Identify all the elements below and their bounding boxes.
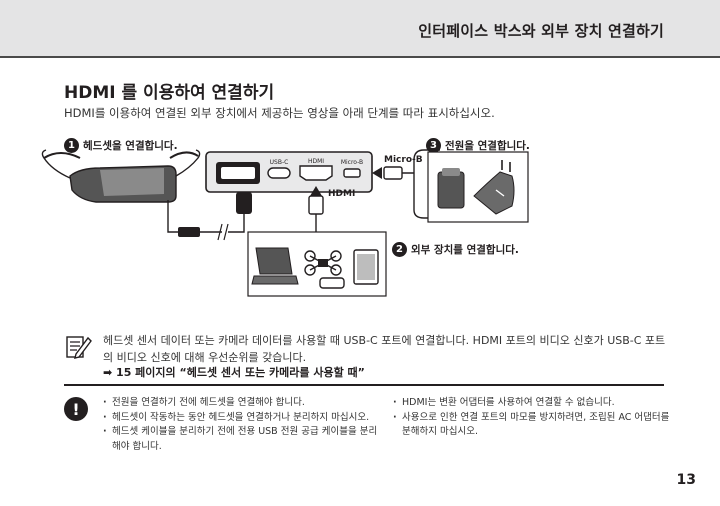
caution-item: 헤드셋이 작동하는 동안 헤드셋을 연결하거나 분리하지 마십시오. [102,411,382,426]
hdmi-plug [308,195,324,215]
step-number: 3 [426,138,441,153]
caution-item: 헤드셋 케이블을 분리하기 전에 전용 USB 전원 공급 케이블을 분리해야 … [102,425,382,454]
port-label-usbc: USB-C [270,159,289,166]
headset-illustration [41,149,201,203]
caution-item: 사용으로 인한 연결 포트의 마모를 방지하려면, 조립된 AC 어댑터를 분해… [392,411,672,440]
port-label-hdmi: HDMI [308,158,324,165]
step-number: 1 [64,138,79,153]
caution-item: 전원을 연결하기 전에 헤드셋을 연결해야 합니다. [102,396,382,411]
section-intro: HDMI를 이용하여 연결된 외부 장치에서 제공하는 영상을 아래 단계를 따… [64,106,495,120]
external-devices-illustration [247,231,387,297]
caution-icon: ! [64,397,88,421]
arrow-hdmi [310,186,322,196]
microb-plug [383,166,403,180]
page-header-title: 인터페이스 박스와 외부 장치 연결하기 [418,22,664,40]
callout-hdmi: HDMI [328,189,355,199]
section-divider [64,384,664,386]
step-label: 전원을 연결합니다. [445,140,530,152]
step-1: 1 헤드셋을 연결합니다. [64,138,178,153]
caution-list-left: 전원을 연결하기 전에 헤드셋을 연결해야 합니다. 헤드셋이 작동하는 동안 … [102,396,382,454]
header-band [0,0,720,56]
step-label: 외부 장치를 연결합니다. [411,244,519,256]
step-3: 3 전원을 연결합니다. [426,138,530,153]
caution-item: HDMI는 변환 어댑터를 사용하여 연결할 수 없습니다. [392,396,672,411]
arrow-microb [372,167,382,179]
interface-box [205,151,373,193]
step-2: 2 외부 장치를 연결합니다. [392,242,519,257]
callout-microb: Micro-B [384,155,423,165]
step-label: 헤드셋을 연결합니다. [83,140,178,152]
port-label-microb: Micro-B [341,159,363,166]
headset-cable [167,200,245,233]
page-number: 13 [676,472,696,488]
power-cable [402,149,440,219]
section-title: HDMI 를 이용하여 연결하기 [64,83,275,103]
cable-clip [178,227,200,237]
note-text: 헤드셋 센서 데이터 또는 카메라 데이터를 사용할 때 USB-C 포트에 연… [103,334,666,364]
header-rule [0,56,720,58]
note-pencil-icon [66,336,92,359]
step-number: 2 [392,242,407,257]
power-adapter-illustration [427,151,529,223]
usbc-plug [236,192,252,214]
caution-list-right: HDMI는 변환 어댑터를 사용하여 연결할 수 없습니다. 사용으로 인한 연… [392,396,672,440]
note-page-reference[interactable]: ➡ 15 페이지의 “헤드셋 센서 또는 카메라를 사용할 때” [103,366,365,379]
